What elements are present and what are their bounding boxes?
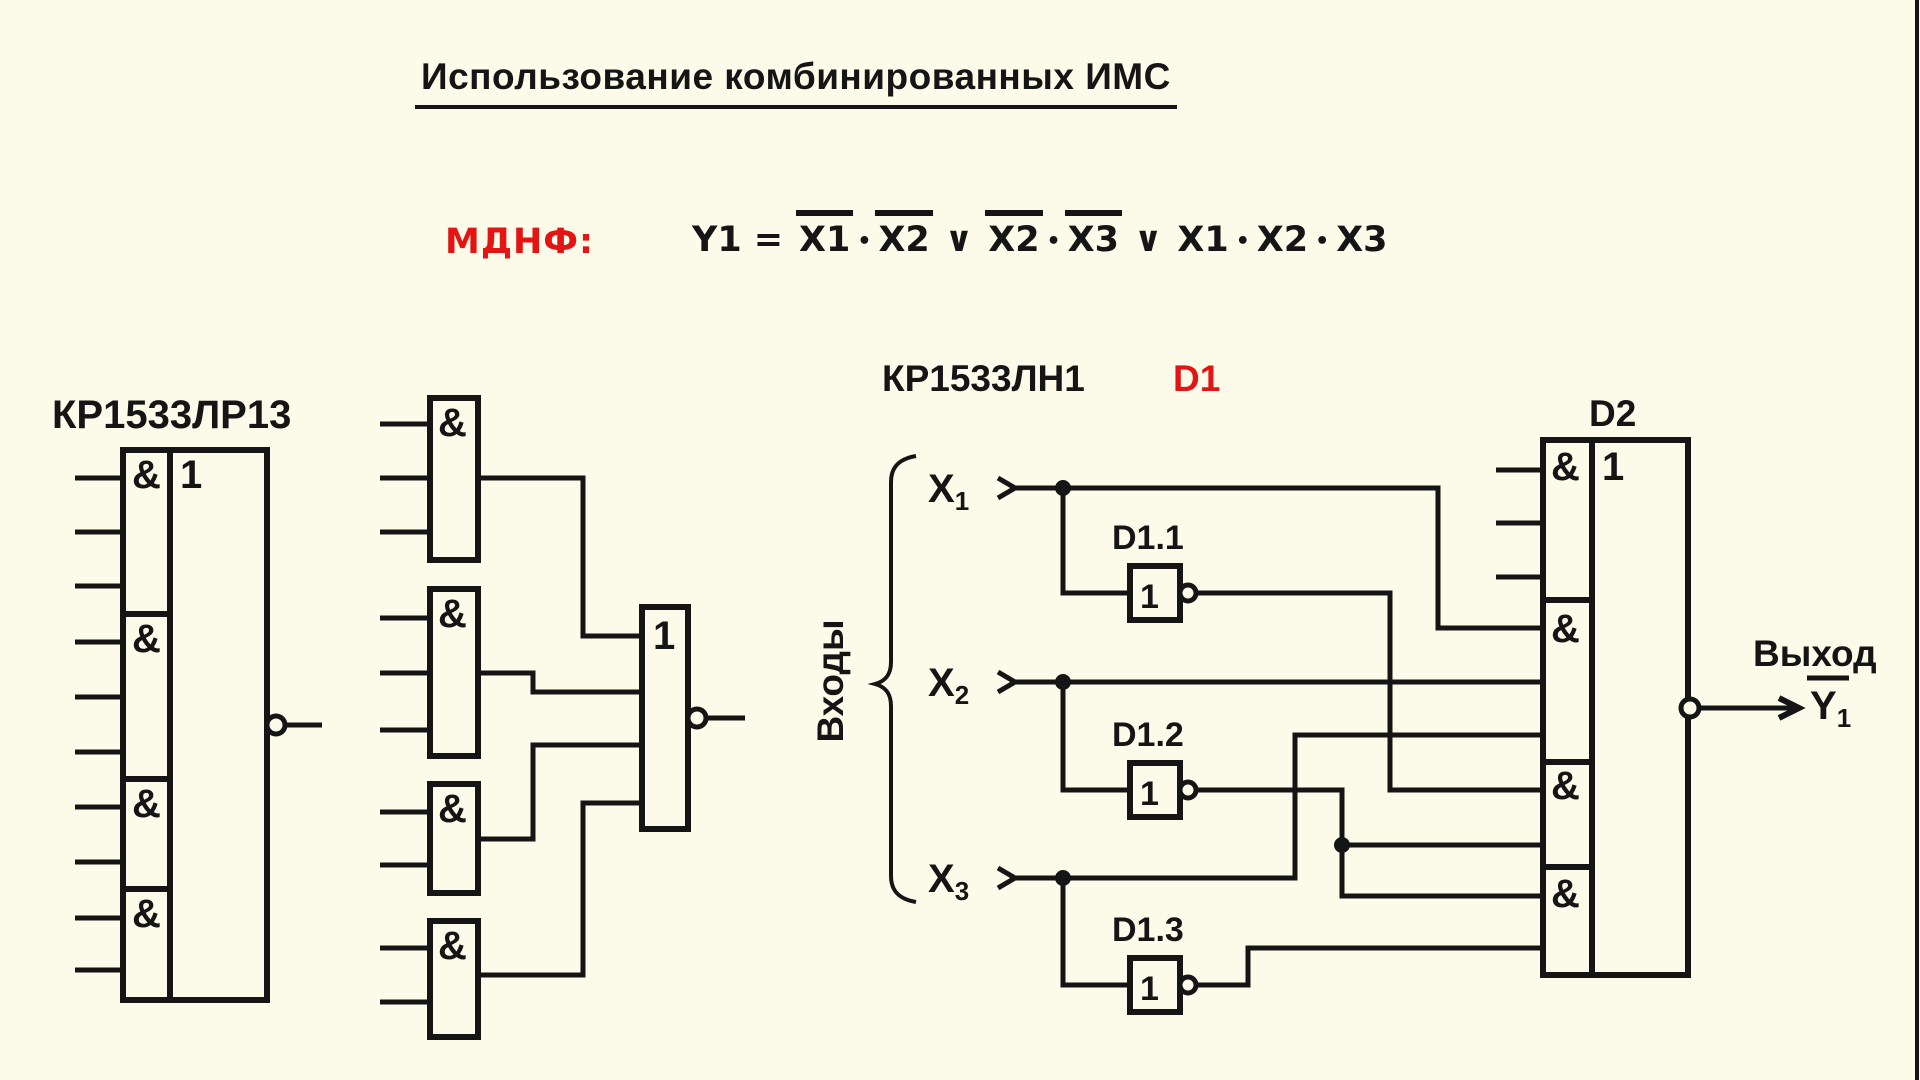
formula-token: ∨ (1133, 220, 1163, 260)
formula-var-overlined: X1 (796, 210, 854, 259)
inversion-bubble (685, 706, 709, 730)
or-symbol: 1 (1602, 445, 1624, 489)
left-ic-input-pins (75, 475, 123, 973)
formula-expression: Y1 = X1•X2∨X2•X3∨X1•X2•X3 (689, 210, 1391, 259)
right-circuit: КР1533ЛН1 D1 Входы X1 D1.1 1 X2 D1.2 (810, 358, 1877, 1015)
inversion-bubble (1177, 582, 1199, 604)
and-symbol: & (1551, 445, 1580, 489)
and-symbol: & (438, 924, 467, 968)
formula-token: X3 (1336, 220, 1388, 260)
and-symbol: & (1551, 607, 1580, 651)
left-ic-block: КР1533ЛР13 & & & & 1 (52, 393, 322, 1003)
wire-gate-b-out (478, 670, 642, 695)
inversion-bubble (1177, 779, 1199, 801)
formula-var-overlined: X2 (875, 210, 933, 259)
wire-d13-out (1196, 945, 1543, 988)
junction-dot (1055, 870, 1071, 886)
right-ic-designator: D1 (1173, 358, 1220, 399)
and-symbol: & (438, 592, 467, 636)
and-symbol: & (1551, 872, 1580, 916)
wire-gate-c-out (478, 742, 642, 842)
formula-token: • (1235, 229, 1250, 254)
formula-row: МДНФ: Y1 = X1•X2∨X2•X3∨X1•X2•X3 (445, 210, 1391, 262)
wire-x1-main (1016, 485, 1543, 631)
input-chevron-icon (996, 865, 1020, 891)
discrete-gates: & & & & 1 (380, 395, 745, 1040)
formula-token: • (1046, 229, 1061, 254)
inversion-bubble (1678, 696, 1702, 720)
formula-lhs: Y1 (692, 220, 742, 260)
and-symbol: & (132, 453, 161, 497)
wire-x2-to-d12 (1060, 682, 1130, 793)
formula-var-overlined: X2 (985, 210, 1043, 259)
inverter-d11-label: D1.1 (1112, 519, 1184, 557)
formula-method-label: МДНФ: (445, 222, 594, 262)
or-symbol: 1 (180, 453, 202, 497)
inverter-d13-label: D1.3 (1112, 911, 1184, 949)
signal-x3-label: X3 (928, 857, 969, 906)
input-chevron-icon (996, 669, 1020, 695)
wire-x1-to-d11 (1060, 488, 1130, 596)
formula-token: • (1315, 229, 1330, 254)
formula-terms: X1•X2∨X2•X3∨X1•X2•X3 (796, 210, 1391, 259)
junction-dot (1055, 674, 1071, 690)
not-symbol: 1 (1140, 970, 1159, 1008)
signal-x1-label: X1 (928, 467, 969, 516)
and-symbol: & (132, 782, 161, 826)
and-symbol: & (132, 617, 161, 661)
formula-var-overlined: X3 (1064, 210, 1122, 259)
page-title: Использование комбинированных ИМС (415, 56, 1177, 109)
right-ic-label: КР1533ЛН1 (882, 358, 1085, 399)
d2-label: D2 (1589, 393, 1636, 434)
junction-dot (1334, 837, 1350, 853)
formula-token: X2 (1256, 220, 1309, 260)
and-symbol: & (132, 892, 161, 936)
formula-token: X1 (1177, 220, 1229, 260)
inverter-d12-label: D1.2 (1112, 716, 1184, 754)
output-arrow-icon (1777, 695, 1806, 721)
or-symbol: 1 (653, 614, 675, 658)
and-symbol: & (438, 401, 467, 445)
d2-unused-input-stubs (1496, 467, 1543, 580)
signal-x2-label: X2 (928, 661, 969, 710)
output-label: Выход (1753, 633, 1877, 674)
not-symbol: 1 (1140, 578, 1159, 616)
wire-x3-to-d13 (1060, 878, 1130, 988)
and-gate-d (427, 918, 481, 1040)
input-chevron-icon (996, 475, 1020, 501)
inversion-bubble (264, 713, 288, 737)
inputs-brace (867, 454, 917, 904)
signal-y1-label: Y1 (1810, 684, 1851, 733)
junction-dot (1055, 480, 1071, 496)
d2-block: D2 & & & & 1 (1496, 393, 1806, 978)
and-symbol: & (438, 787, 467, 831)
wire-x3-main (1016, 732, 1543, 881)
and-symbol: & (1551, 764, 1580, 808)
formula-token: ∨ (944, 220, 974, 260)
wire-gate-d-out (478, 800, 642, 978)
not-symbol: 1 (1140, 775, 1159, 813)
formula-token: • (857, 229, 872, 254)
wire-d11-out (1196, 590, 1543, 793)
wire-gate-a-out (478, 475, 642, 639)
formula-equals: = (753, 220, 784, 260)
left-ic-label: КР1533ЛР13 (52, 393, 291, 437)
inversion-bubble (1177, 974, 1199, 996)
inputs-label: Входы (810, 619, 851, 742)
